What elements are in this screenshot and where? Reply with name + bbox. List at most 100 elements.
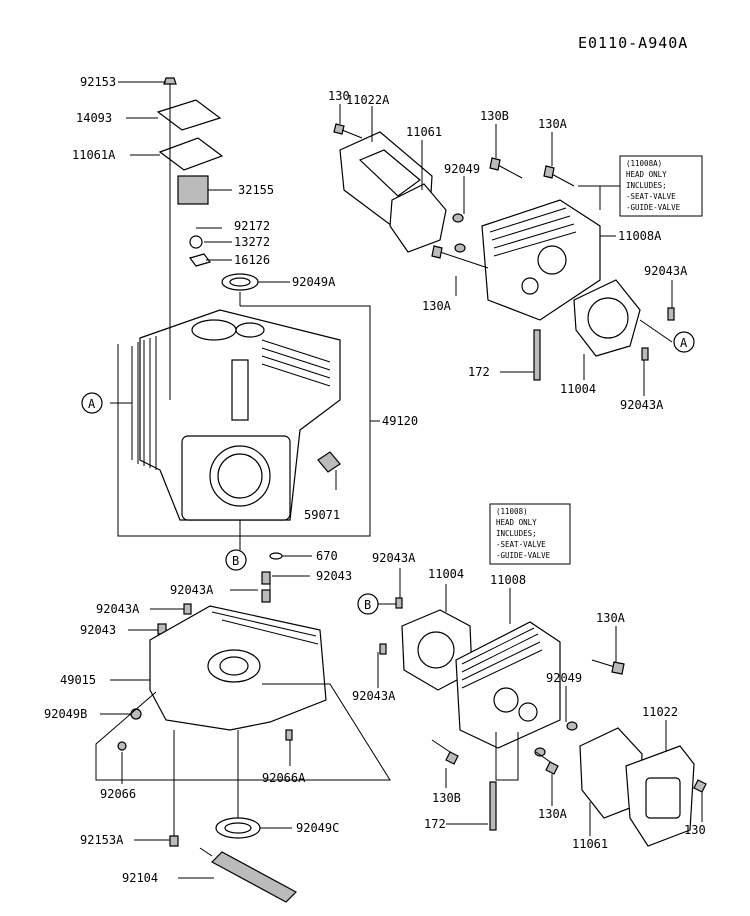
label-92153a: 92153A bbox=[80, 833, 124, 847]
dowel-92043a-c1 bbox=[261, 589, 271, 603]
bolt-130b-top bbox=[489, 157, 501, 171]
label-11004-top: 11004 bbox=[560, 382, 596, 396]
svg-text:-SEAT-VALVE: -SEAT-VALVE bbox=[496, 540, 546, 549]
label-130a-top: 130A bbox=[538, 117, 568, 131]
svg-text:A: A bbox=[680, 336, 688, 350]
label-670: 670 bbox=[316, 549, 338, 563]
bolt-92153a bbox=[169, 835, 179, 847]
label-92049-bot: 92049 bbox=[546, 671, 582, 685]
label-92043a-r2: 92043A bbox=[620, 398, 664, 412]
part-670 bbox=[269, 552, 283, 560]
label-11004-bot: 11004 bbox=[428, 567, 464, 581]
label-92172: 92172 bbox=[234, 219, 270, 233]
seal-92049b bbox=[130, 708, 142, 720]
part-13272 bbox=[189, 235, 203, 249]
label-172-bot: 172 bbox=[424, 817, 446, 831]
callout-a-right: A bbox=[673, 331, 695, 353]
note-box-lower: (11008) HEAD ONLY INCLUDES; -SEAT-VALVE … bbox=[489, 503, 571, 565]
stud-172-top bbox=[533, 329, 541, 381]
label-130-top: 130 bbox=[328, 89, 350, 103]
label-13272: 13272 bbox=[234, 235, 270, 249]
svg-text:INCLUDES;: INCLUDES; bbox=[626, 181, 667, 190]
part-16126 bbox=[188, 253, 212, 267]
label-92043a-b1: 92043A bbox=[372, 551, 416, 565]
label-11022: 11022 bbox=[642, 705, 678, 719]
stud-59071 bbox=[317, 451, 341, 473]
label-92043a-b2: 92043A bbox=[352, 689, 396, 703]
svg-text:-SEAT-VALVE: -SEAT-VALVE bbox=[626, 192, 676, 201]
label-11061-bot: 11061 bbox=[572, 837, 608, 851]
gasket-11061A bbox=[158, 137, 224, 171]
svg-text:-GUIDE-VALVE: -GUIDE-VALVE bbox=[496, 551, 551, 560]
label-11008a: 11008A bbox=[618, 229, 662, 243]
bolt-130b-bot bbox=[445, 751, 459, 765]
bolt-130-top bbox=[333, 123, 345, 135]
label-49120: 49120 bbox=[382, 414, 418, 428]
cylinder-head-b-group bbox=[377, 568, 707, 847]
cylinder-head-a-group bbox=[333, 104, 675, 396]
gasket-11061-top bbox=[389, 183, 447, 253]
label-11022a: 11022A bbox=[346, 93, 390, 107]
svg-text:A: A bbox=[88, 397, 96, 411]
svg-text:HEAD ONLY: HEAD ONLY bbox=[626, 170, 667, 179]
cover-plate-14093 bbox=[156, 99, 222, 131]
breather-valve-32155 bbox=[177, 175, 209, 205]
plug-92066a bbox=[285, 729, 293, 741]
washer-92049-bot bbox=[566, 721, 578, 731]
crankcase-cover-group bbox=[95, 571, 391, 903]
svg-text:-GUIDE-VALVE: -GUIDE-VALVE bbox=[626, 203, 681, 212]
svg-text:(11008): (11008) bbox=[496, 507, 528, 516]
label-16126: 16126 bbox=[234, 253, 270, 267]
plug-92066 bbox=[117, 741, 127, 751]
label-172-top: 172 bbox=[468, 365, 490, 379]
note-box-upper: (11008A) HEAD ONLY INCLUDES; -SEAT-VALVE… bbox=[619, 155, 703, 217]
label-130b-bot: 130B bbox=[432, 791, 461, 805]
label-92153: 92153 bbox=[80, 75, 116, 89]
sealant-tube-92104 bbox=[211, 851, 297, 903]
svg-text:INCLUDES;: INCLUDES; bbox=[496, 529, 537, 538]
label-92043-l: 92043 bbox=[80, 623, 116, 637]
svg-text:HEAD ONLY: HEAD ONLY bbox=[496, 518, 537, 527]
bolt-130a-b1 bbox=[611, 661, 625, 675]
label-92066: 92066 bbox=[100, 787, 136, 801]
label-130a-mid: 130A bbox=[422, 299, 452, 313]
label-11008: 11008 bbox=[490, 573, 526, 587]
callout-b-left: B bbox=[225, 549, 247, 571]
label-130a-b2: 130A bbox=[538, 807, 568, 821]
svg-text:B: B bbox=[364, 598, 371, 612]
callout-a-left: A bbox=[81, 392, 103, 414]
label-49015: 49015 bbox=[60, 673, 96, 687]
label-92043a-r1: 92043A bbox=[644, 264, 688, 278]
bolt-130a-b2 bbox=[545, 761, 559, 775]
bolt-130-bot bbox=[693, 779, 707, 793]
stud-172-bot bbox=[489, 781, 497, 831]
dowel-92043a-l bbox=[183, 603, 192, 615]
cylinder-block-group bbox=[110, 77, 380, 560]
callout-b-right: B bbox=[357, 593, 379, 615]
label-11061a: 11061A bbox=[72, 148, 116, 162]
diagram-code: E0110-A940A bbox=[578, 34, 688, 52]
dowel-92043a-b1 bbox=[395, 597, 403, 609]
label-92049a: 92049A bbox=[292, 275, 336, 289]
dowel-92043a-r1 bbox=[667, 307, 675, 321]
label-92043-c: 92043 bbox=[316, 569, 352, 583]
label-32155: 32155 bbox=[238, 183, 274, 197]
bolt-92153 bbox=[163, 77, 177, 85]
label-92104: 92104 bbox=[122, 871, 158, 885]
dowel-92043a-r2 bbox=[641, 347, 649, 361]
label-92043a-l: 92043A bbox=[96, 602, 140, 616]
washer-92049-top bbox=[452, 213, 464, 223]
label-130b-top: 130B bbox=[480, 109, 509, 123]
label-92066a: 92066A bbox=[262, 771, 306, 785]
dowel-92043-c bbox=[261, 571, 271, 585]
label-92049b: 92049B bbox=[44, 707, 87, 721]
dowel-92043a-b2 bbox=[379, 643, 387, 655]
bolt-130a-mid bbox=[431, 245, 443, 259]
label-92049-top: 92049 bbox=[444, 162, 480, 176]
svg-text:(11008A): (11008A) bbox=[626, 159, 662, 168]
label-130a-b1: 130A bbox=[596, 611, 626, 625]
label-14093: 14093 bbox=[76, 111, 112, 125]
label-130-bot: 130 bbox=[684, 823, 706, 837]
bolt-130a-top bbox=[543, 165, 555, 179]
